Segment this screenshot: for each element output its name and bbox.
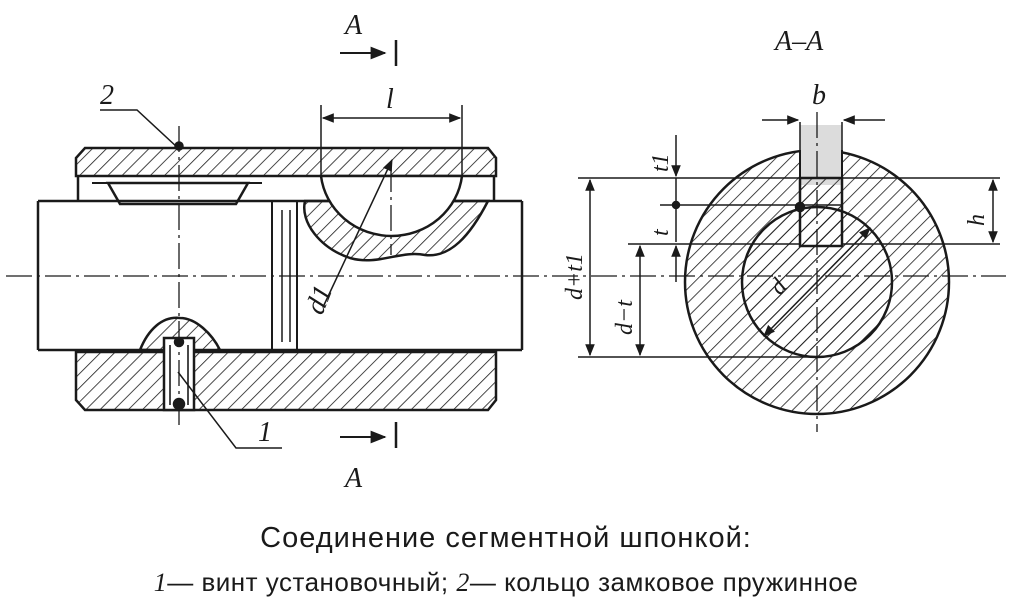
label-d-plus-t1: d+t1 — [562, 253, 588, 300]
label-t1: t1 — [648, 153, 674, 172]
key-cross-section — [798, 176, 844, 248]
legend-text-2: — кольцо замковое пружинное — [469, 567, 859, 597]
cross-section-view — [671, 125, 951, 416]
section-mark-top: A — [343, 10, 363, 41]
legend-num-2: 2 — [456, 568, 470, 597]
cross-section-dims — [578, 115, 1000, 358]
section-mark-bottom: A — [343, 463, 363, 494]
dim-l — [320, 105, 463, 306]
callout-1: 1 — [258, 417, 272, 448]
hub-bottom-wall — [74, 350, 498, 412]
hub-top-wall — [74, 146, 498, 178]
caption-legend: 1— винт установочный; 2— кольцо замковое… — [0, 567, 1012, 598]
label-d-minus-t: d−t — [612, 299, 638, 335]
label-h: h — [964, 214, 990, 226]
legend-num-1: 1 — [153, 568, 168, 597]
caption-title: Соединение сегментной шпонкой: — [260, 522, 752, 554]
label-l: l — [386, 84, 394, 115]
label-t: t — [648, 228, 674, 236]
callout-2: 2 — [100, 80, 114, 111]
section-title: A–A — [773, 26, 824, 57]
legend-text-1: — винт установочный; — [167, 567, 449, 597]
screw-breakout — [138, 316, 223, 352]
label-b: b — [812, 80, 826, 111]
